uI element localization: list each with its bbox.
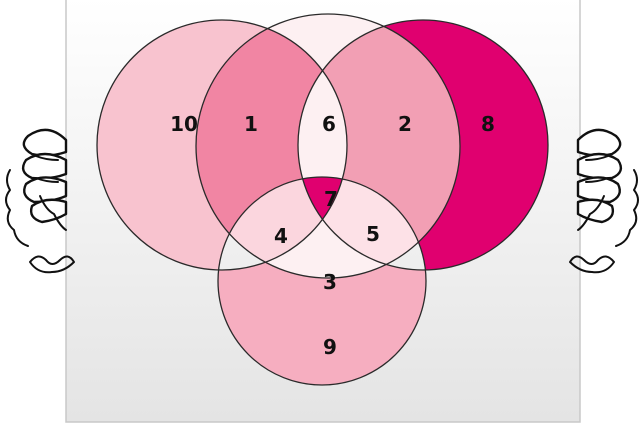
label-4: 4: [274, 224, 288, 248]
label-7: 7: [324, 187, 338, 211]
label-9: 9: [323, 335, 337, 359]
label-10: 10: [170, 112, 198, 136]
label-2: 2: [398, 112, 412, 136]
label-6: 6: [322, 112, 336, 136]
hand-holding-icon: [6, 130, 74, 272]
label-8: 8: [481, 112, 495, 136]
label-3: 3: [323, 270, 337, 294]
label-1: 1: [244, 112, 258, 136]
label-5: 5: [366, 222, 380, 246]
